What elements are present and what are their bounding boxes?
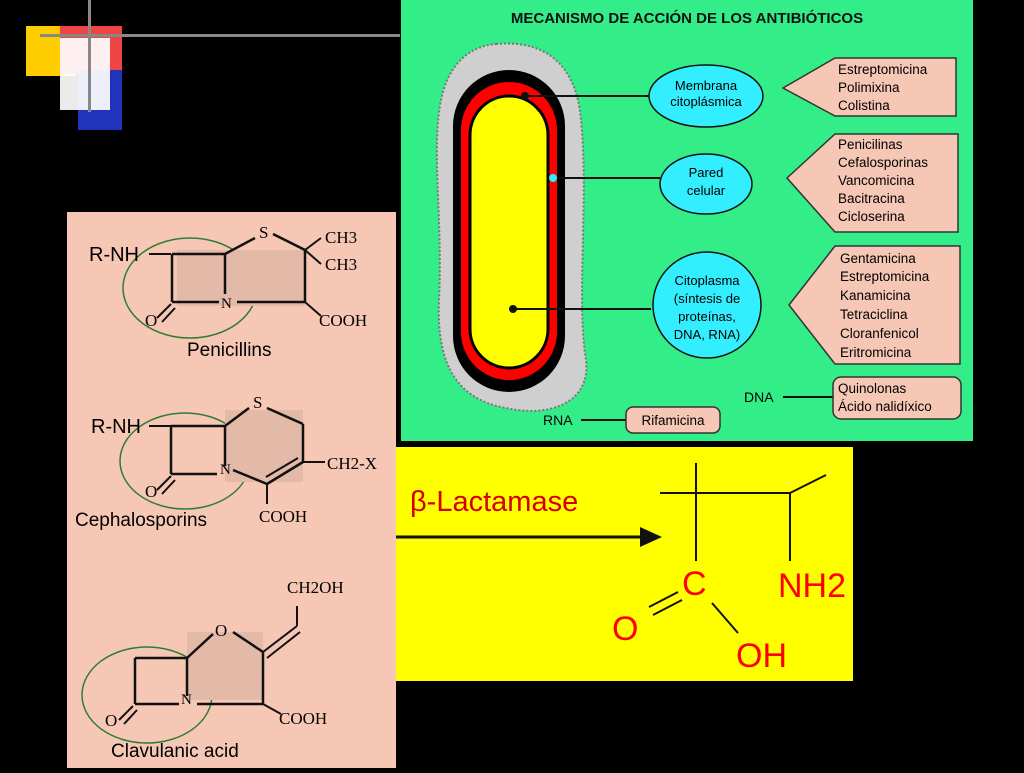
cytoplasm <box>468 94 550 370</box>
drug-name: Cicloserina <box>838 209 905 224</box>
drug-name: Tetraciclina <box>840 307 908 322</box>
arrow-head <box>640 527 662 547</box>
drug-name: Estreptomicina <box>840 269 930 284</box>
pointer-dot <box>509 305 517 313</box>
atom-label: CH3 <box>325 228 357 247</box>
bubble-label: Membrana <box>675 78 738 93</box>
drug-name: Eritromicina <box>840 345 912 360</box>
atom-label: N <box>220 462 231 478</box>
clavulanic-structure: CH2OH O N O COOH Clavulanic acid <box>81 578 344 762</box>
drug-name: Ácido nalidíxico <box>838 399 932 414</box>
drug-box-rna <box>625 406 721 434</box>
atom-label: O <box>105 711 117 730</box>
structure-name: Penicillins <box>187 340 271 361</box>
dna-label: DNA <box>744 389 774 405</box>
rna-label: RNA <box>543 412 573 428</box>
drug-name: Penicilinas <box>838 137 903 152</box>
bubble-label: proteínas, <box>678 309 736 324</box>
bubble-cytoplasm <box>652 251 762 359</box>
drug-name: Cloranfenicol <box>840 326 919 341</box>
pointer-dot <box>549 174 557 182</box>
drug-name: Kanamicina <box>840 288 911 303</box>
atom-label: N <box>181 692 192 708</box>
mechanism-title: MECANISMO DE ACCIÓN DE LOS ANTIBIÓTICOS <box>511 9 863 27</box>
atom-label: COOH <box>259 507 307 526</box>
drug-name: Estreptomicina <box>838 62 928 77</box>
target-rna: RNA Rifamicina <box>543 406 721 434</box>
drug-name: Gentamicina <box>840 251 916 266</box>
pointer-dot <box>521 92 529 100</box>
bubble-label: celular <box>687 183 726 198</box>
reaction-panel: β-Lactamase C NH2 O OH <box>396 447 853 681</box>
drug-name: Colistina <box>838 98 890 113</box>
penicillin-structure: R-NH S N O CH3 CH3 COOH Penicillins <box>89 223 367 361</box>
bubble-label: (síntesis de <box>674 291 740 306</box>
atom-label: N <box>221 296 232 312</box>
drug-name: Polimixina <box>838 80 900 95</box>
mechanism-diagram: MECANISMO DE ACCIÓN DE LOS ANTIBIÓTICOS … <box>435 9 962 434</box>
target-cell-wall: Pared celular Penicilinas Cefalosporinas… <box>549 133 959 233</box>
r-nh-label: R-NH <box>89 244 139 266</box>
structure-name: Clavulanic acid <box>111 741 239 762</box>
atom-label: S <box>253 393 262 412</box>
enzyme-label: β-Lactamase <box>410 486 578 518</box>
reaction-diagram: β-Lactamase C NH2 O OH <box>396 463 846 675</box>
bubble-label: Citoplasma <box>674 273 740 288</box>
structure-name: Cephalosporins <box>75 510 207 531</box>
drug-box-dna <box>832 376 962 420</box>
cephalosporin-structure: R-NH S N O CH2-X COOH Cephalosporins <box>75 393 377 531</box>
atom-o: O <box>612 610 638 648</box>
bubble-cell-wall <box>659 153 753 215</box>
drug-name: Bacitracina <box>838 191 905 206</box>
target-membrane: Membrana citoplásmica Estreptomicina Pol… <box>521 57 957 128</box>
atom-label: CH2OH <box>287 578 344 597</box>
bubble-membrane <box>648 64 764 128</box>
bubble-label: Pared <box>689 165 724 180</box>
bubble-label: citoplásmica <box>670 94 742 109</box>
structures-diagram: R-NH S N O CH3 CH3 COOH Penicillins <box>75 223 377 762</box>
drug-name: Vancomicina <box>838 173 915 188</box>
atom-label: O <box>215 621 227 640</box>
drug-name: Quinolonas <box>838 381 907 396</box>
corner-decoration <box>0 0 400 140</box>
drug-box-cytoplasm <box>788 245 961 365</box>
atom-label: O <box>145 311 157 330</box>
drug-name: Rifamicina <box>641 413 705 428</box>
atom-label: O <box>145 482 157 501</box>
r-nh-label: R-NH <box>91 416 141 438</box>
drug-box-membrane <box>781 57 957 117</box>
mechanism-panel: MECANISMO DE ACCIÓN DE LOS ANTIBIÓTICOS … <box>401 0 973 441</box>
atom-label: COOH <box>319 311 367 330</box>
drug-name: Cefalosporinas <box>838 155 928 170</box>
target-dna: DNA Quinolonas Ácido nalidíxico <box>744 376 962 420</box>
target-cytoplasm: Citoplasma (síntesis de proteínas, DNA, … <box>509 245 961 365</box>
atom-oh: OH <box>736 637 787 675</box>
bacterium-illustration <box>435 42 588 412</box>
atom-label: CH3 <box>325 255 357 274</box>
atom-label: COOH <box>279 709 327 728</box>
product-structure: C NH2 O OH <box>612 463 846 675</box>
structures-panel: R-NH S N O CH3 CH3 COOH Penicillins <box>67 212 396 768</box>
atom-label: CH2-X <box>327 454 377 473</box>
atom-nh2: NH2 <box>778 567 846 605</box>
drug-box-cell-wall <box>785 133 959 233</box>
atom-label: S <box>259 223 268 242</box>
bubble-label: DNA, RNA) <box>674 327 740 342</box>
atom-c: C <box>682 565 707 603</box>
